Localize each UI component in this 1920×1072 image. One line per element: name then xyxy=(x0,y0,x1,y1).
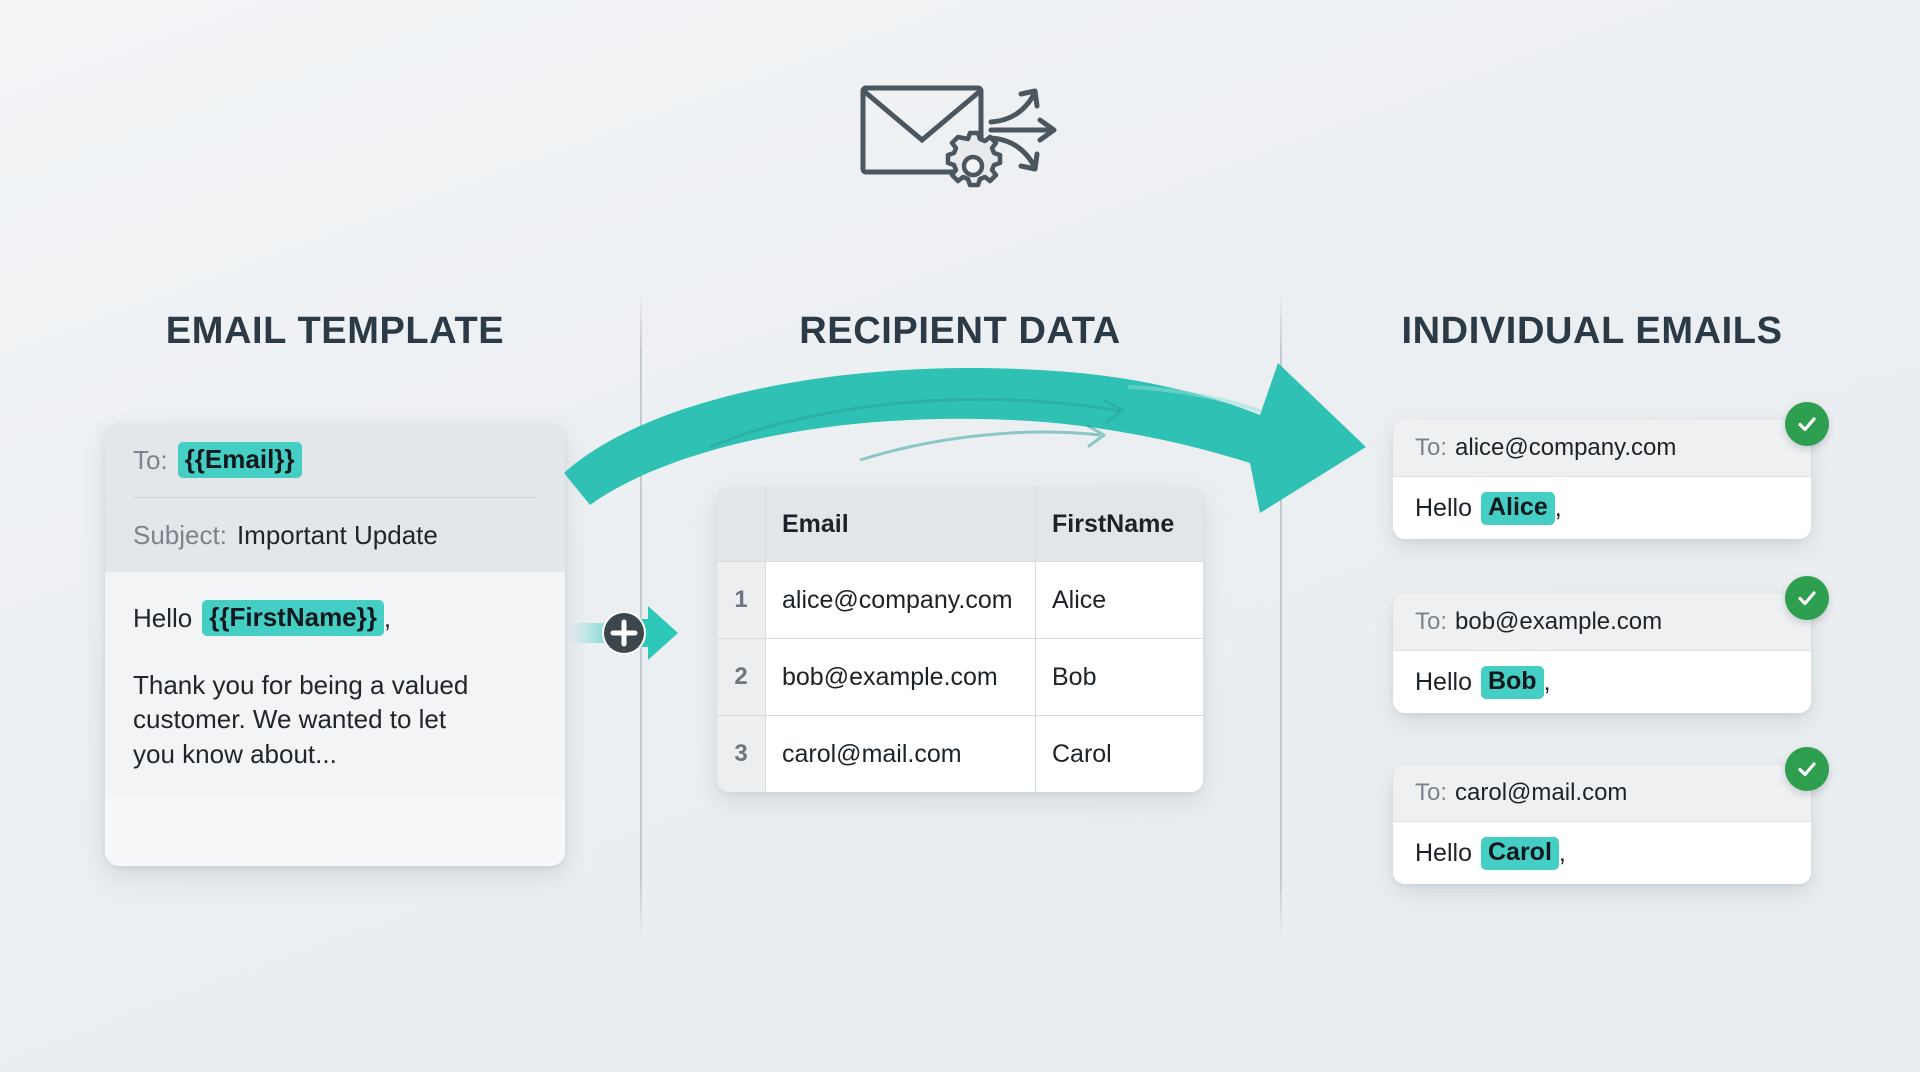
table-row[interactable]: 3 carol@mail.com Carol xyxy=(717,715,1203,792)
individual-email-card[interactable]: To: bob@example.com Hello Bob , xyxy=(1393,594,1811,713)
cell-firstname: Alice xyxy=(1035,561,1203,639)
email-greeting-comma: , xyxy=(1543,667,1551,696)
row-index: 3 xyxy=(717,715,766,792)
email-greeting-lead: Hello xyxy=(1415,667,1472,696)
table-header-row: Email FirstName xyxy=(717,487,1203,562)
check-circle-icon xyxy=(1785,402,1829,446)
page-title-individual-emails: INDIVIDUAL EMAILS xyxy=(1401,310,1783,352)
email-greeting-comma: , xyxy=(1558,838,1566,867)
template-subject-label: Subject: xyxy=(133,519,227,550)
table-header-index xyxy=(717,487,766,562)
row-index: 2 xyxy=(717,638,766,716)
email-card-header: To: alice@company.com xyxy=(1393,420,1811,477)
email-card-header: To: bob@example.com xyxy=(1393,594,1811,651)
template-paragraph: Thank you for being a valued customer. W… xyxy=(133,670,469,769)
email-to-label: To: xyxy=(1415,779,1448,806)
email-template-body: Hello {{FirstName}} , Thank you for bein… xyxy=(105,572,565,799)
check-circle-icon xyxy=(1785,576,1829,620)
cell-firstname: Carol xyxy=(1035,715,1203,792)
individual-email-card[interactable]: To: carol@mail.com Hello Carol , xyxy=(1393,765,1811,884)
column-divider-right xyxy=(1280,290,1282,940)
table-header-email: Email xyxy=(765,487,1036,562)
cell-email: carol@mail.com xyxy=(765,715,1036,792)
row-index: 1 xyxy=(717,561,766,639)
table-header-firstname: FirstName xyxy=(1035,487,1203,562)
email-card-body: Hello Bob , xyxy=(1393,651,1811,713)
email-recipient-name: Bob xyxy=(1480,665,1544,699)
email-greeting-lead: Hello xyxy=(1415,838,1472,867)
table-row[interactable]: 2 bob@example.com Bob xyxy=(717,638,1203,716)
email-result-wrap: To: alice@company.com Hello Alice , xyxy=(1393,402,1829,539)
email-template-card[interactable]: To: {{Email}} Subject: Important Update … xyxy=(105,423,565,866)
template-firstname-token: {{FirstName}} xyxy=(202,600,384,636)
recipient-data-table[interactable]: Email FirstName 1 alice@company.com Alic… xyxy=(717,487,1203,792)
page-title-email-template: EMAIL TEMPLATE xyxy=(165,310,505,352)
email-template-header: To: {{Email}} Subject: Important Update xyxy=(105,423,565,572)
email-card-body: Hello Alice , xyxy=(1393,477,1811,539)
check-circle-icon xyxy=(1785,747,1829,791)
column-divider-left xyxy=(640,290,642,940)
email-greeting-lead: Hello xyxy=(1415,493,1472,522)
cell-email: alice@company.com xyxy=(765,561,1036,639)
individual-email-card[interactable]: To: alice@company.com Hello Alice , xyxy=(1393,420,1811,539)
email-recipient-name: Carol xyxy=(1480,836,1559,870)
page-title-recipient-data: RECIPIENT DATA xyxy=(799,310,1121,352)
table-row[interactable]: 1 alice@company.com Alice xyxy=(717,561,1203,639)
email-to-value: alice@company.com xyxy=(1455,434,1677,461)
email-to-value: bob@example.com xyxy=(1455,608,1663,635)
template-to-token: {{Email}} xyxy=(177,442,302,478)
template-subject-row: Subject: Important Update xyxy=(133,498,537,572)
email-result-wrap: To: carol@mail.com Hello Carol , xyxy=(1393,747,1829,884)
email-card-body: Hello Carol , xyxy=(1393,822,1811,884)
template-subject-value: Important Update xyxy=(236,519,438,550)
template-greeting-lead: Hello xyxy=(133,602,193,633)
email-result-wrap: To: bob@example.com Hello Bob , xyxy=(1393,576,1829,713)
email-to-value: carol@mail.com xyxy=(1455,779,1628,806)
plus-merge-icon[interactable] xyxy=(570,600,690,666)
email-card-header: To: carol@mail.com xyxy=(1393,765,1811,822)
email-recipient-name: Alice xyxy=(1480,491,1555,525)
template-greeting-comma: , xyxy=(383,602,392,633)
cell-firstname: Bob xyxy=(1035,638,1203,716)
template-greeting-line: Hello {{FirstName}} , xyxy=(133,600,537,636)
cell-email: bob@example.com xyxy=(765,638,1036,716)
email-greeting-comma: , xyxy=(1554,493,1562,522)
template-to-row: To: {{Email}} xyxy=(133,423,537,498)
template-to-label: To: xyxy=(133,444,168,475)
email-to-label: To: xyxy=(1415,434,1448,461)
email-to-label: To: xyxy=(1415,608,1448,635)
envelope-gear-distribute-icon xyxy=(855,70,1065,190)
